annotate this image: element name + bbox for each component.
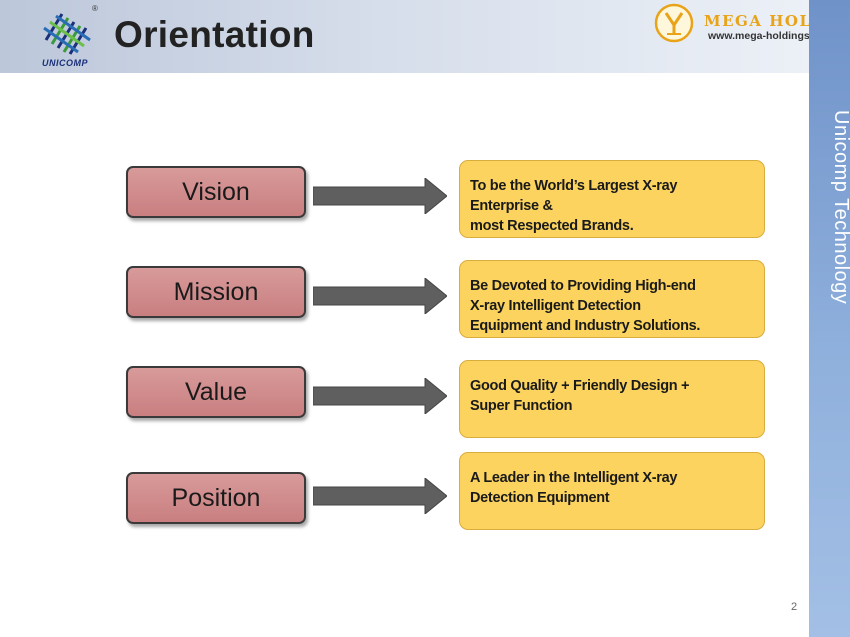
arrow-right-icon xyxy=(313,278,447,314)
page-title: Orientation xyxy=(114,14,315,55)
value-label: Value xyxy=(126,366,306,418)
value-description: Good Quality + Friendly Design + Super F… xyxy=(459,360,765,438)
mission-description: Be Devoted to Providing High-end X-ray I… xyxy=(459,260,765,338)
position-label: Position xyxy=(126,472,306,524)
unicomp-logo-icon xyxy=(43,13,91,55)
arrow-right-icon xyxy=(313,178,447,214)
vision-label: Vision xyxy=(126,166,306,218)
header-bar: ® UNICOMP Orientation MEGA HOLDINGS www.… xyxy=(0,0,850,73)
partner-url: www.mega-holdings.net xyxy=(708,30,829,42)
page-number: 2 xyxy=(791,601,798,613)
arrow-right-icon xyxy=(313,478,447,514)
side-band-text: Unicomp Technology xyxy=(830,110,850,305)
arrow-right-icon xyxy=(313,378,447,414)
side-band xyxy=(809,0,850,637)
logo-text: UNICOMP xyxy=(42,58,88,68)
mega-holdings-emblem-icon xyxy=(654,3,694,43)
registered-mark: ® xyxy=(92,4,98,13)
vision-description: To be the World’s Largest X-ray Enterpri… xyxy=(459,160,765,238)
unicomp-logo: ® UNICOMP xyxy=(38,4,102,68)
position-description: A Leader in the Intelligent X-ray Detect… xyxy=(459,452,765,530)
mission-label: Mission xyxy=(126,266,306,318)
